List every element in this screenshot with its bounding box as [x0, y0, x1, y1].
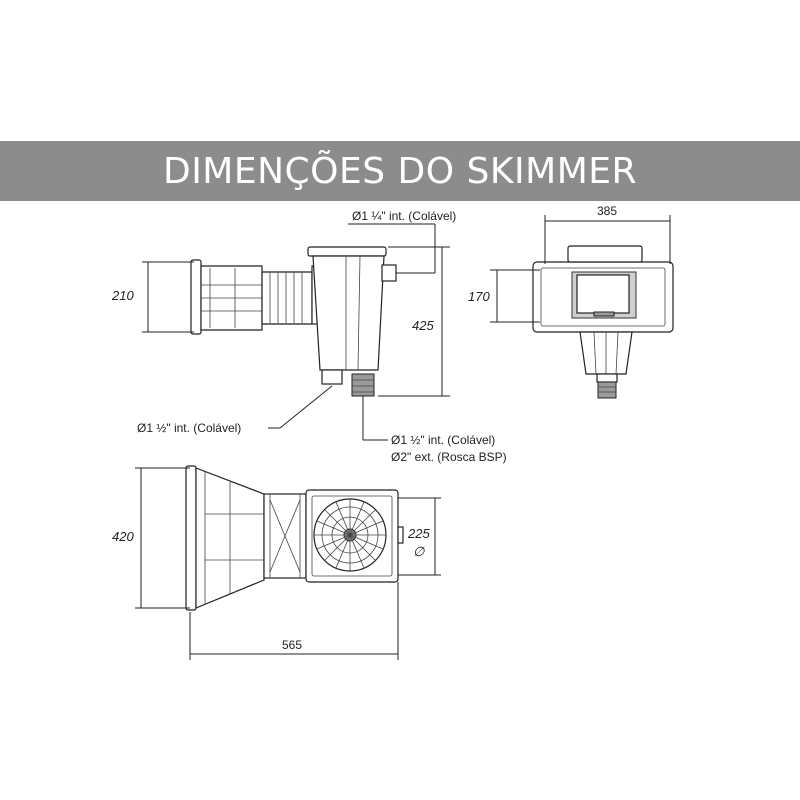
top-side-port	[397, 526, 404, 544]
front-view: 385 170	[468, 204, 674, 399]
title-banner: DIMENÇÕES DO SKIMMER	[0, 141, 800, 201]
front-lid	[567, 245, 643, 263]
front-weir-inner	[576, 274, 630, 314]
front-outlet	[597, 381, 617, 399]
front-outlet-top	[596, 373, 618, 383]
side-top-inlet	[381, 264, 397, 282]
callout-top-inlet: Ø1 ¼" int. (Colável)	[352, 209, 456, 223]
top-flange	[185, 465, 197, 611]
side-neck	[261, 271, 313, 325]
side-outlet-left	[321, 369, 343, 385]
basket-grid	[313, 498, 387, 572]
top-view: 420 225 ∅ 565	[112, 465, 441, 660]
side-outlet-bottom	[351, 373, 375, 397]
side-view: 210 425 Ø1 ¼" int. (Colável) Ø1 ½" int. …	[111, 209, 507, 464]
callout-side-outlet: Ø1 ½" int. (Colável)	[137, 421, 241, 435]
side-body	[312, 255, 385, 371]
dim-420: 420	[112, 529, 134, 544]
dim-210: 210	[111, 288, 134, 303]
dim-225-symbol: ∅	[413, 544, 425, 559]
dim-170: 170	[468, 289, 490, 304]
callout-bottom-outlet-2: Ø2" ext. (Rosca BSP)	[391, 450, 507, 464]
callout-bottom-outlet-1: Ø1 ½" int. (Colável)	[391, 433, 495, 447]
dim-385: 385	[597, 204, 617, 218]
dim-225: 225	[407, 526, 430, 541]
dim-425: 425	[412, 318, 434, 333]
dim-565: 565	[282, 638, 302, 652]
side-flange	[190, 259, 202, 335]
side-lid	[307, 246, 387, 257]
page-title: DIMENÇÕES DO SKIMMER	[162, 150, 638, 192]
